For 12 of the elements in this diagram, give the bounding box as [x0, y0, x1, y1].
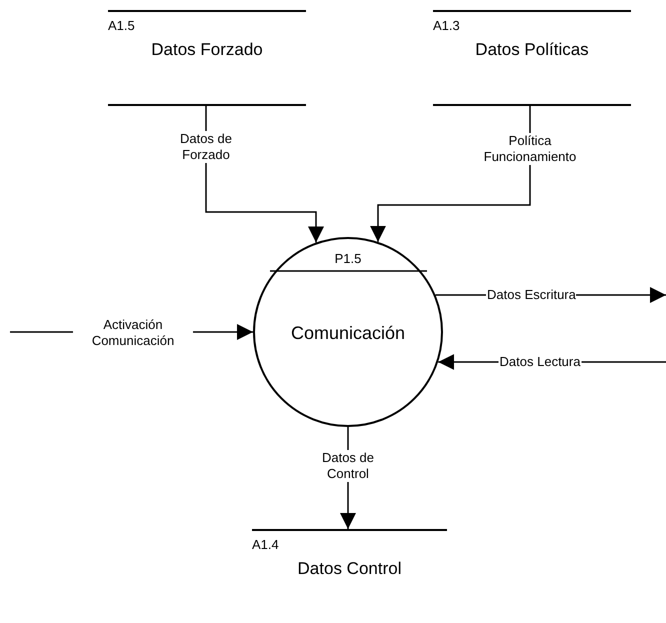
store-name: Datos Control — [296, 559, 402, 579]
store-id: A1.4 — [252, 537, 279, 552]
process-id: P1.5 — [334, 251, 362, 266]
store-id: A1.3 — [433, 18, 460, 33]
process-name: Comunicación — [290, 323, 406, 343]
store-name: Datos Forzado — [150, 40, 264, 60]
data-store — [108, 10, 306, 106]
store-id: A1.5 — [108, 18, 135, 33]
store-name: Datos Políticas — [474, 40, 590, 60]
data-store — [433, 10, 631, 106]
process-circle — [253, 237, 443, 427]
arrow — [370, 106, 531, 242]
